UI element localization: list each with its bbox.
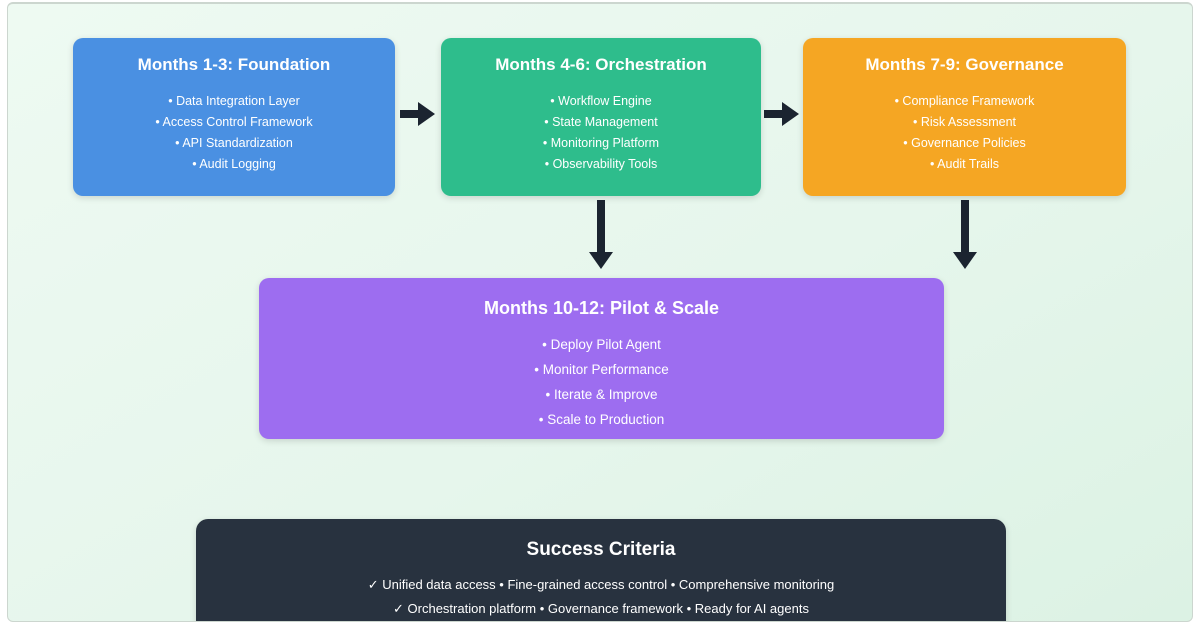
card-item: • Access Control Framework [155,115,313,129]
arrow-right-icon [764,102,799,126]
card-item: • Iterate & Improve [545,387,658,402]
card-item: • Risk Assessment [912,115,1016,129]
card-item: • Deploy Pilot Agent [542,337,661,352]
success-criteria-title: Success Criteria [526,539,676,560]
arrow-shaft [961,200,969,252]
card-item: • Workflow Engine [550,94,652,108]
card-pilot-scale: Months 10-12: Pilot & Scale • Deploy Pil… [259,278,944,439]
card-foundation: Months 1-3: Foundation • Data Integratio… [73,38,395,196]
card-pilot-scale-title: Months 10-12: Pilot & Scale [483,298,720,318]
success-criteria-card: Success Criteria ✓ Unified data access •… [196,519,1006,621]
card-item: • Audit Logging [192,157,276,171]
arrow-shaft [764,110,782,118]
card-item: • Governance Policies [903,136,1026,150]
card-item: • Observability Tools [544,157,658,171]
card-item: • Audit Trails [930,157,999,171]
card-item: • Scale to Production [538,412,665,427]
arrow-shaft [597,200,605,252]
arrow-down-icon [953,200,977,269]
card-governance-title: Months 7-9: Governance [865,55,1064,74]
arrow-right-icon [400,102,435,126]
roadmap-canvas: Months 1-3: Foundation • Data Integratio… [7,2,1193,622]
card-item: • Monitor Performance [534,362,669,377]
arrow-head [953,252,977,269]
arrow-head [782,102,799,126]
arrow-head [589,252,613,269]
card-item: • Compliance Framework [894,94,1035,108]
card-foundation-title: Months 1-3: Foundation [137,55,331,74]
success-criteria-line: ✓ Orchestration platform • Governance fr… [393,601,809,616]
card-governance: Months 7-9: Governance • Compliance Fram… [803,38,1126,196]
card-item: • API Standardization [175,136,293,150]
arrow-shaft [400,110,418,118]
arrow-down-icon [589,200,613,269]
card-item: • Data Integration Layer [168,94,300,108]
card-item: • State Management [544,115,658,129]
success-criteria-line: ✓ Unified data access • Fine-grained acc… [367,577,835,592]
card-orchestration-title: Months 4-6: Orchestration [495,55,707,74]
card-item: • Monitoring Platform [542,136,660,150]
card-orchestration: Months 4-6: Orchestration • Workflow Eng… [441,38,761,196]
arrow-head [418,102,435,126]
